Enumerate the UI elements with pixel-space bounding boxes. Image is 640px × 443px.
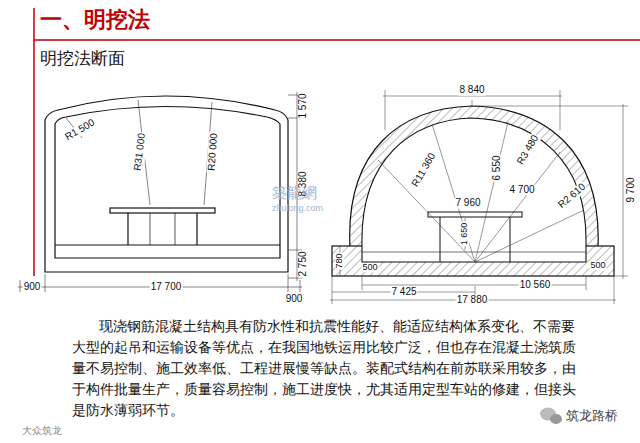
dimension-label: 8 840 [458, 85, 485, 96]
dimension-label: 900 [23, 282, 42, 293]
watermark-text: zhulong.com [272, 204, 323, 213]
dimension-label: 1 650 [460, 222, 469, 247]
section-subtitle: 明挖法断面 [40, 50, 125, 68]
dimension-label: 500 [361, 263, 378, 272]
dimension-label: 7 425 [390, 287, 417, 298]
dimension-label: 2 750 [298, 250, 309, 277]
dimension-label: 17 700 [150, 282, 183, 293]
caption-paragraph: 现浇钢筋混凝土结构具有防水性和抗震性能好、能适应结构体系变化、不需要大型的起吊和… [72, 316, 578, 421]
dimension-label: 6 550 [492, 154, 503, 181]
watermark-text: 大众筑龙 [22, 426, 62, 437]
watermark-text: 筑龙路桥 [566, 409, 618, 423]
dimension-label: 900 [285, 294, 304, 305]
dimension-label: 10 560 [519, 280, 552, 291]
dimension-label: 4 700 [508, 185, 535, 196]
dimension-label: 17 880 [456, 295, 489, 306]
dimension-label: 500 [589, 261, 606, 270]
dimension-label: 1 570 [298, 92, 309, 119]
dimension-label: 9 700 [626, 176, 637, 203]
watermark-text: 築龍網 [272, 185, 317, 201]
dimension-label: 7 960 [454, 198, 481, 209]
dimension-label: 780 [335, 252, 344, 269]
slide-title: 一、明挖法 [40, 8, 150, 31]
